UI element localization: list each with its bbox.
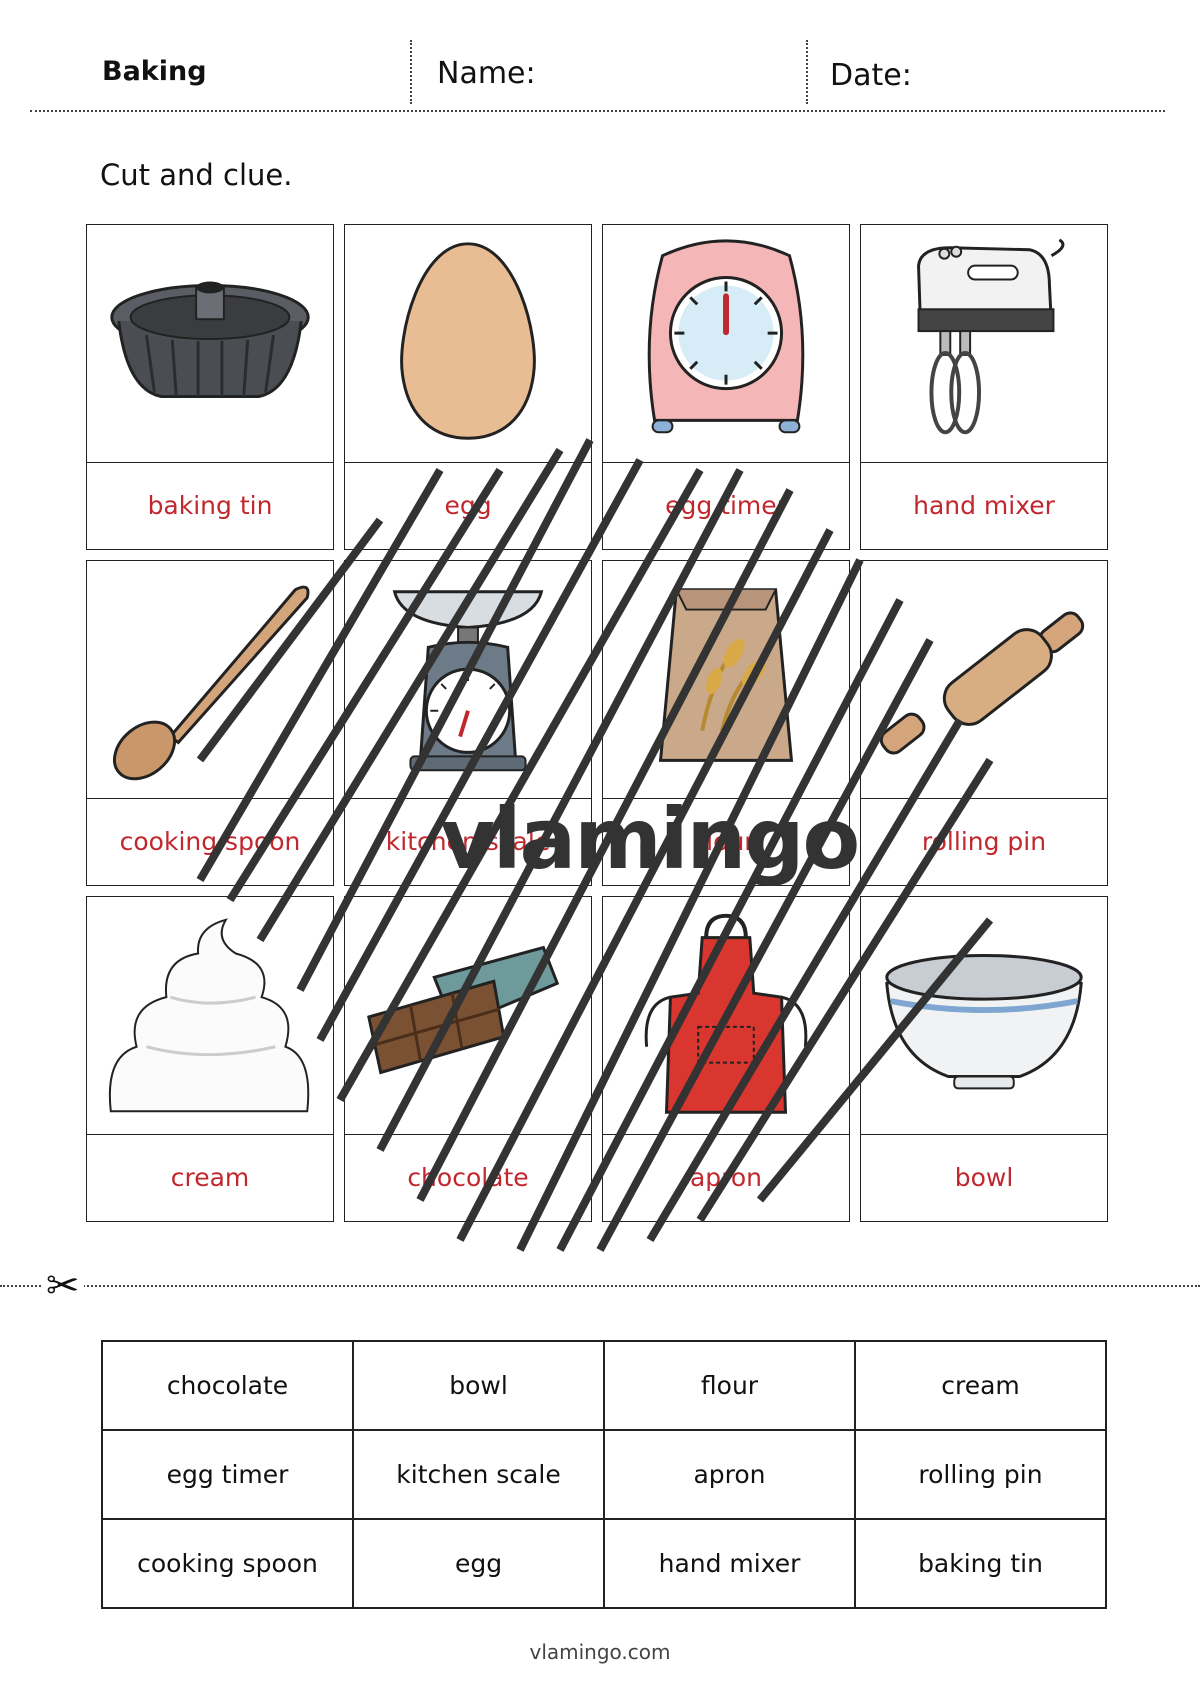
picture-card: cream <box>86 896 334 1222</box>
word-cards-grid: chocolate bowl flour cream egg timer kit… <box>101 1340 1107 1609</box>
cooking-spoon-icon <box>113 585 310 781</box>
header-divider <box>806 40 808 104</box>
mixing-bowl-icon <box>885 954 1083 1090</box>
word-card: cream <box>854 1340 1107 1431</box>
word-row: chocolate bowl flour cream <box>101 1340 1107 1431</box>
card-label: chocolate <box>407 1163 529 1192</box>
picture-card: egg timer <box>602 224 850 550</box>
word-card: chocolate <box>101 1340 354 1431</box>
egg-icon <box>400 242 536 440</box>
word-card: cooking spoon <box>101 1518 354 1609</box>
hand-mixer-icon <box>917 238 1065 435</box>
word-card: baking tin <box>854 1518 1107 1609</box>
chocolate-bar-icon <box>367 945 560 1075</box>
picture-card: hand mixer <box>860 224 1108 550</box>
instruction-text: Cut and clue. <box>100 158 293 192</box>
whipped-cream-icon <box>108 918 310 1113</box>
card-label: egg timer <box>665 491 787 520</box>
word-card: egg timer <box>101 1429 354 1520</box>
card-label: bowl <box>954 1163 1014 1192</box>
picture-card: egg <box>344 224 592 550</box>
word-card: flour <box>603 1340 856 1431</box>
word-card: egg <box>352 1518 605 1609</box>
word-card: bowl <box>352 1340 605 1431</box>
word-card: hand mixer <box>603 1518 856 1609</box>
card-label: hand mixer <box>913 491 1055 520</box>
card-label: rolling pin <box>921 827 1047 856</box>
picture-card: chocolate <box>344 896 592 1222</box>
picture-card: cooking spoon <box>86 560 334 886</box>
word-card: apron <box>603 1429 856 1520</box>
picture-card: baking tin <box>86 224 334 550</box>
card-label: apron <box>689 1163 763 1192</box>
word-card: kitchen scale <box>352 1429 605 1520</box>
baking-tin-icon <box>110 281 310 399</box>
apron-icon <box>644 913 808 1114</box>
word-row: egg timer kitchen scale apron rolling pi… <box>101 1429 1107 1520</box>
cut-line <box>0 1285 1200 1287</box>
rolling-pin-icon <box>879 611 1085 755</box>
card-label: egg <box>444 491 492 520</box>
flour-bag-icon <box>658 588 794 762</box>
scissors-icon: ✂ <box>42 1266 84 1306</box>
card-label: baking tin <box>147 491 273 520</box>
worksheet-header: Baking Name: Date: <box>30 38 1165 112</box>
kitchen-scale-icon <box>392 590 544 772</box>
footer-url: vlamingo.com <box>529 1640 671 1664</box>
date-label: Date: <box>830 58 912 93</box>
picture-card: rolling pin <box>860 560 1108 886</box>
watermark-logo: vlamingo <box>440 790 860 888</box>
word-row: cooking spoon egg hand mixer baking tin <box>101 1518 1107 1609</box>
picture-card: bowl <box>860 896 1108 1222</box>
name-label: Name: <box>437 56 536 91</box>
worksheet-title: Baking <box>102 56 207 87</box>
card-label: cooking spoon <box>119 827 301 856</box>
word-card: rolling pin <box>854 1429 1107 1520</box>
card-label: cream <box>170 1163 250 1192</box>
egg-timer-icon <box>647 239 805 434</box>
header-divider <box>410 40 412 104</box>
picture-card: apron <box>602 896 850 1222</box>
